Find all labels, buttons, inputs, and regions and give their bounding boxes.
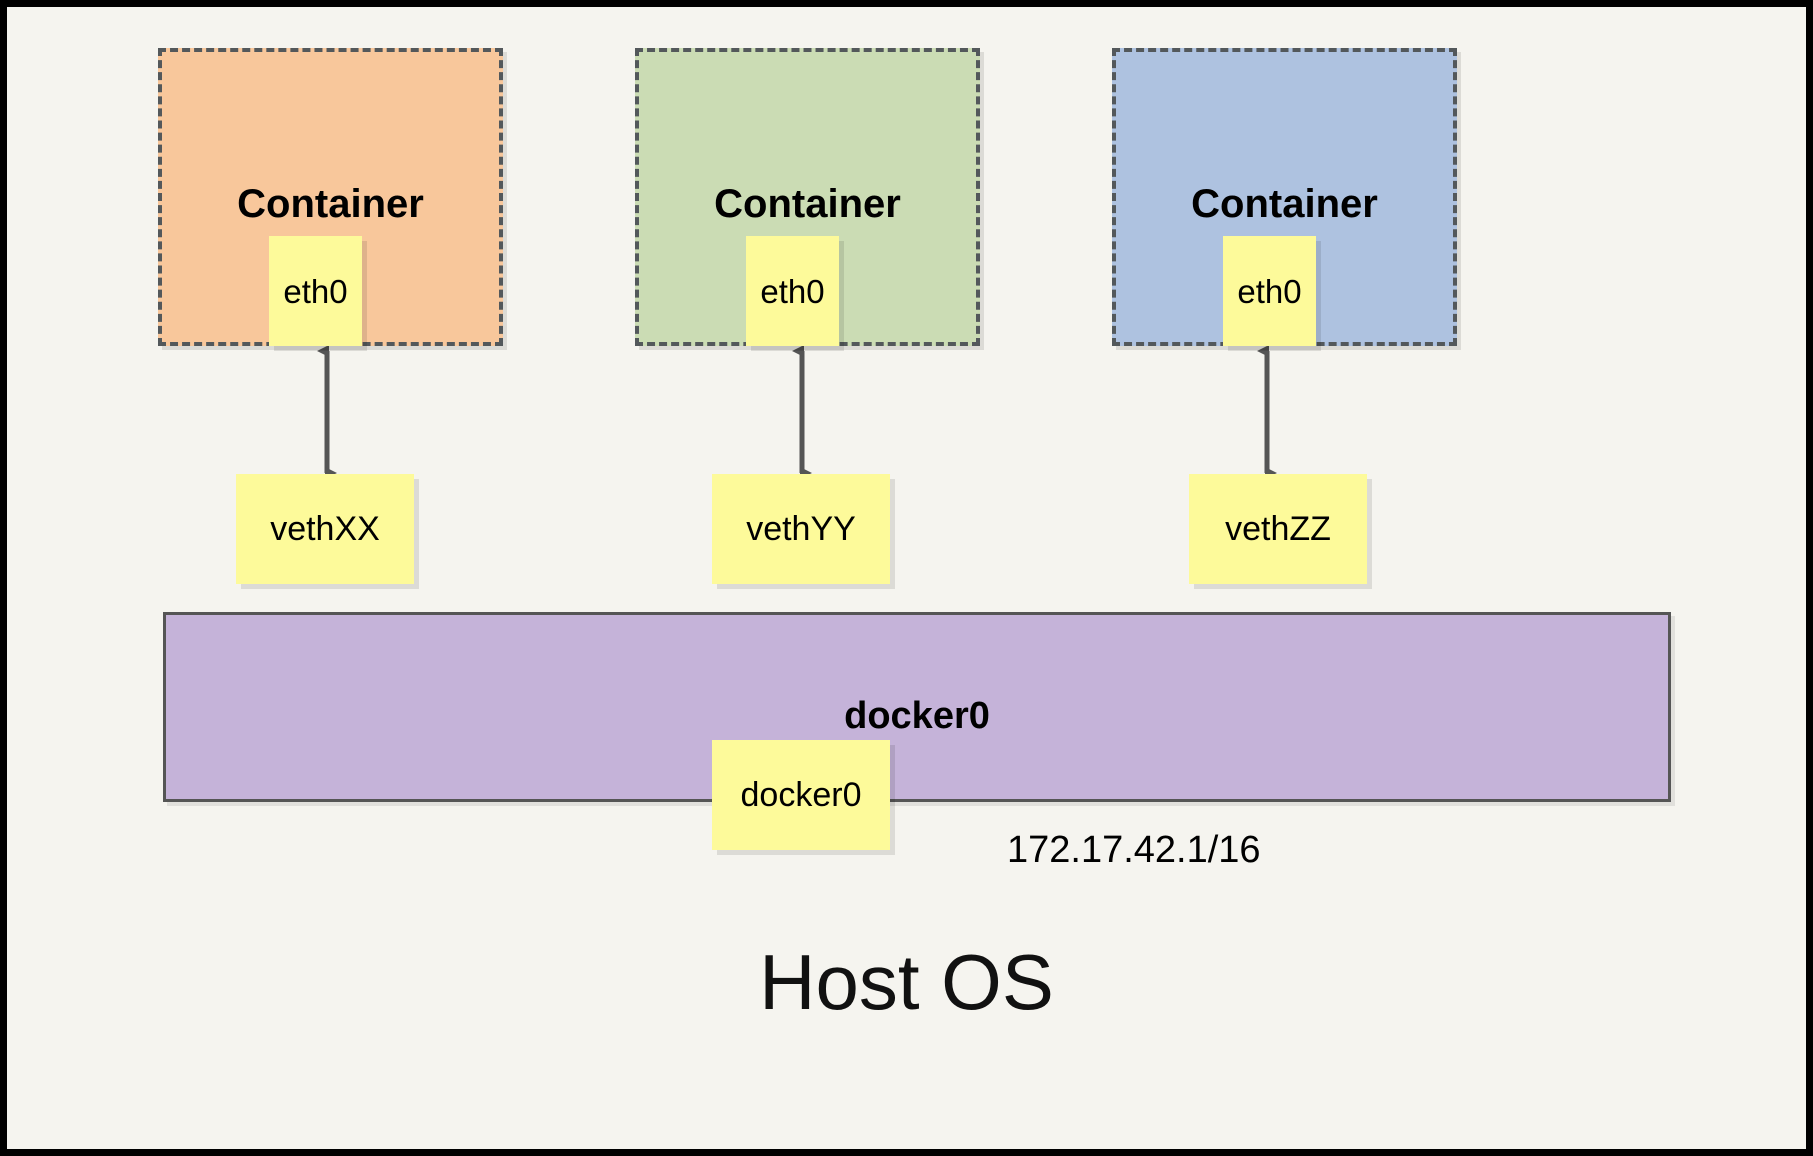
veth-box-1: vethXX	[236, 474, 414, 584]
container-eth0-label-3: eth0	[1237, 272, 1302, 310]
container-label-3: Container	[1191, 182, 1378, 226]
docker0-interface-box: docker0	[712, 740, 890, 850]
container-eth0-box-1: eth0	[269, 236, 362, 346]
veth-label-3: vethZZ	[1225, 510, 1331, 548]
container-eth0-label-2: eth0	[760, 272, 825, 310]
veth-label-2: vethYY	[746, 510, 856, 548]
docker0-ip-address: 172.17.42.1/16	[1007, 829, 1261, 871]
host-os-label: Host OS	[759, 938, 1054, 1026]
docker0-interface-label: docker0	[740, 776, 862, 814]
docker0-bridge-bar: docker0	[163, 612, 1671, 802]
diagram-stage: docker0	[7, 7, 1806, 1149]
veth-box-3: vethZZ	[1189, 474, 1367, 584]
connector-eth0-vethyy	[792, 345, 812, 479]
connector-eth0-vethxx	[317, 345, 337, 479]
container-eth0-label-1: eth0	[283, 272, 348, 310]
container-eth0-box-3: eth0	[1223, 236, 1316, 346]
container-box-1: Container	[158, 48, 503, 346]
veth-label-1: vethXX	[270, 510, 380, 548]
veth-box-2: vethYY	[712, 474, 890, 584]
container-label-1: Container	[237, 182, 424, 226]
container-eth0-box-2: eth0	[746, 236, 839, 346]
connector-eth0-vethzz	[1257, 345, 1277, 479]
docker0-bridge-label: docker0	[844, 695, 990, 737]
container-label-2: Container	[714, 182, 901, 226]
